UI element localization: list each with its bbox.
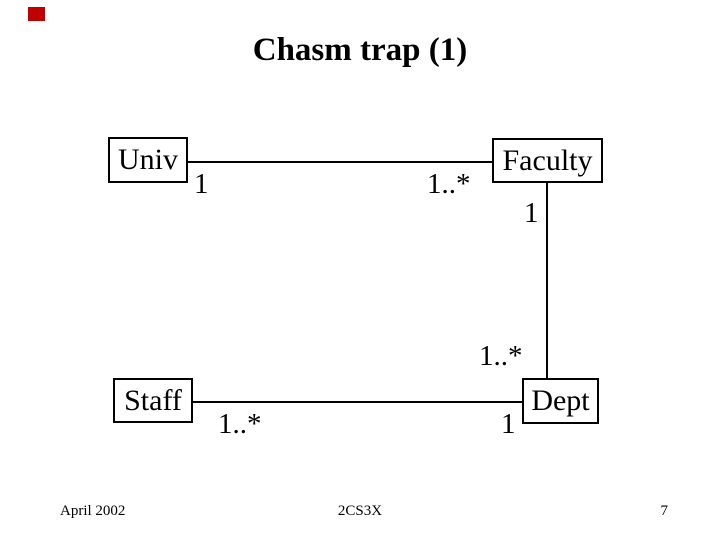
entity-box-univ: Univ (108, 137, 188, 183)
cardinality-faculty-side-top: 1..* (427, 168, 471, 200)
footer-page-number: 7 (660, 503, 669, 519)
slide-title: Chasm trap (1) (252, 32, 468, 68)
entity-box-staff: Staff (113, 378, 193, 423)
entity-box-dept: Dept (522, 378, 599, 424)
entity-label-dept: Dept (531, 384, 590, 417)
footer-course-code: 2CS3X (337, 503, 383, 519)
cardinality-univ-side: 1 (194, 168, 209, 200)
staff-dept-connector-line (193, 401, 522, 403)
faculty-dept-connector-line (546, 183, 548, 378)
footer-date: April 2002 (60, 503, 126, 519)
cardinality-faculty-side-vertical: 1 (524, 197, 539, 229)
entity-label-faculty: Faculty (502, 143, 593, 177)
entity-box-faculty: Faculty (492, 138, 603, 183)
cardinality-dept-side-bottom: 1 (501, 408, 516, 440)
cardinality-staff-side: 1..* (218, 408, 262, 440)
red-square-marker (28, 7, 45, 21)
entity-label-univ: Univ (118, 143, 178, 176)
entity-label-staff: Staff (124, 383, 182, 417)
cardinality-dept-side-vertical: 1..* (479, 340, 523, 372)
univ-faculty-connector-line (188, 161, 492, 163)
